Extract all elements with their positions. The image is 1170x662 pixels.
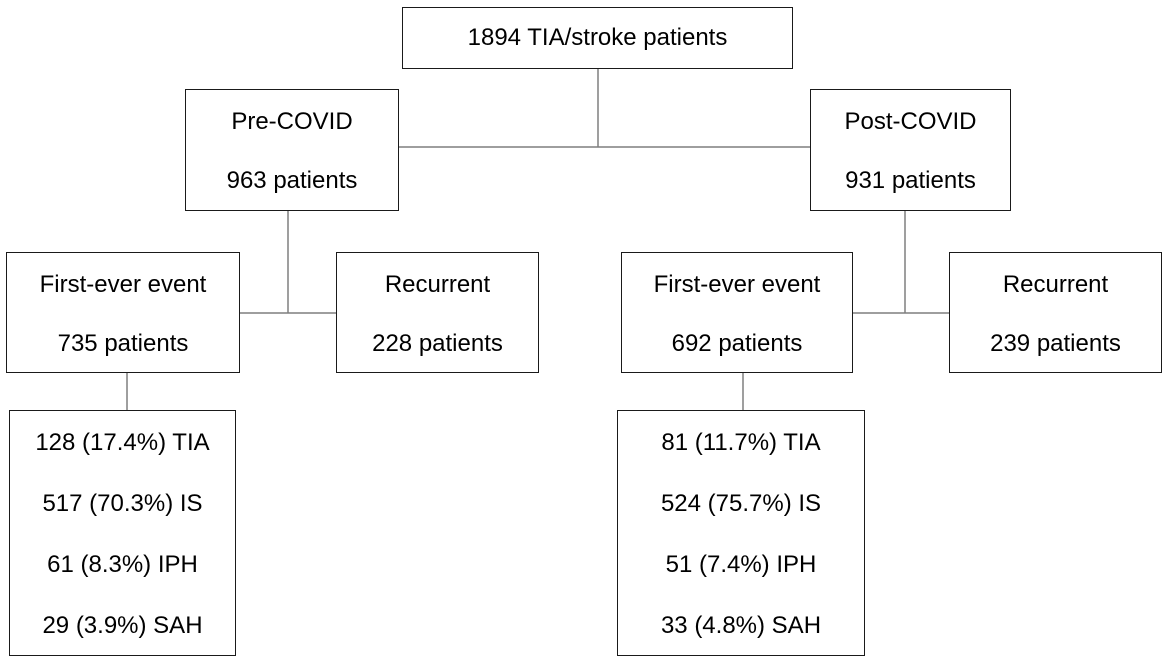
post-recurrent-count: 239 patients [990,330,1121,357]
post-covid-box: Post-COVID 931 patients [810,89,1011,211]
post-breakdown-iph: 51 (7.4%) IPH [665,551,817,578]
pre-recurrent-box: Recurrent 228 patients [336,252,539,373]
pre-recurrent-title: Recurrent [384,271,491,298]
post-covid-title: Post-COVID [844,108,977,135]
pre-breakdown-sah: 29 (3.9%) SAH [42,612,203,639]
pre-breakdown-is: 517 (70.3%) IS [42,490,203,517]
pre-recurrent-count: 228 patients [372,330,503,357]
post-breakdown-box: 81 (11.7%) TIA 524 (75.7%) IS 51 (7.4%) … [617,410,865,656]
pre-first-ever-count: 735 patients [57,330,189,357]
post-first-ever-title: First-ever event [653,271,821,298]
post-breakdown-sah: 33 (4.8%) SAH [660,612,822,639]
pre-covid-count: 963 patients [226,167,358,194]
post-first-ever-box: First-ever event 692 patients [621,252,853,373]
post-breakdown-tia: 81 (11.7%) TIA [661,429,821,456]
root-box: 1894 TIA/stroke patients [402,7,793,69]
pre-breakdown-tia: 128 (17.4%) TIA [35,429,210,456]
pre-first-ever-box: First-ever event 735 patients [6,252,240,373]
post-covid-count: 931 patients [845,167,976,194]
post-first-ever-count: 692 patients [671,330,803,357]
pre-breakdown-iph: 61 (8.3%) IPH [47,551,198,578]
post-breakdown-is: 524 (75.7%) IS [660,490,822,517]
root-label: 1894 TIA/stroke patients [467,24,728,51]
pre-first-ever-title: First-ever event [39,271,207,298]
pre-breakdown-box: 128 (17.4%) TIA 517 (70.3%) IS 61 (8.3%)… [9,410,236,656]
pre-covid-box: Pre-COVID 963 patients [185,89,399,211]
pre-covid-title: Pre-COVID [231,108,353,135]
post-recurrent-title: Recurrent [1002,271,1109,298]
post-recurrent-box: Recurrent 239 patients [949,252,1162,373]
